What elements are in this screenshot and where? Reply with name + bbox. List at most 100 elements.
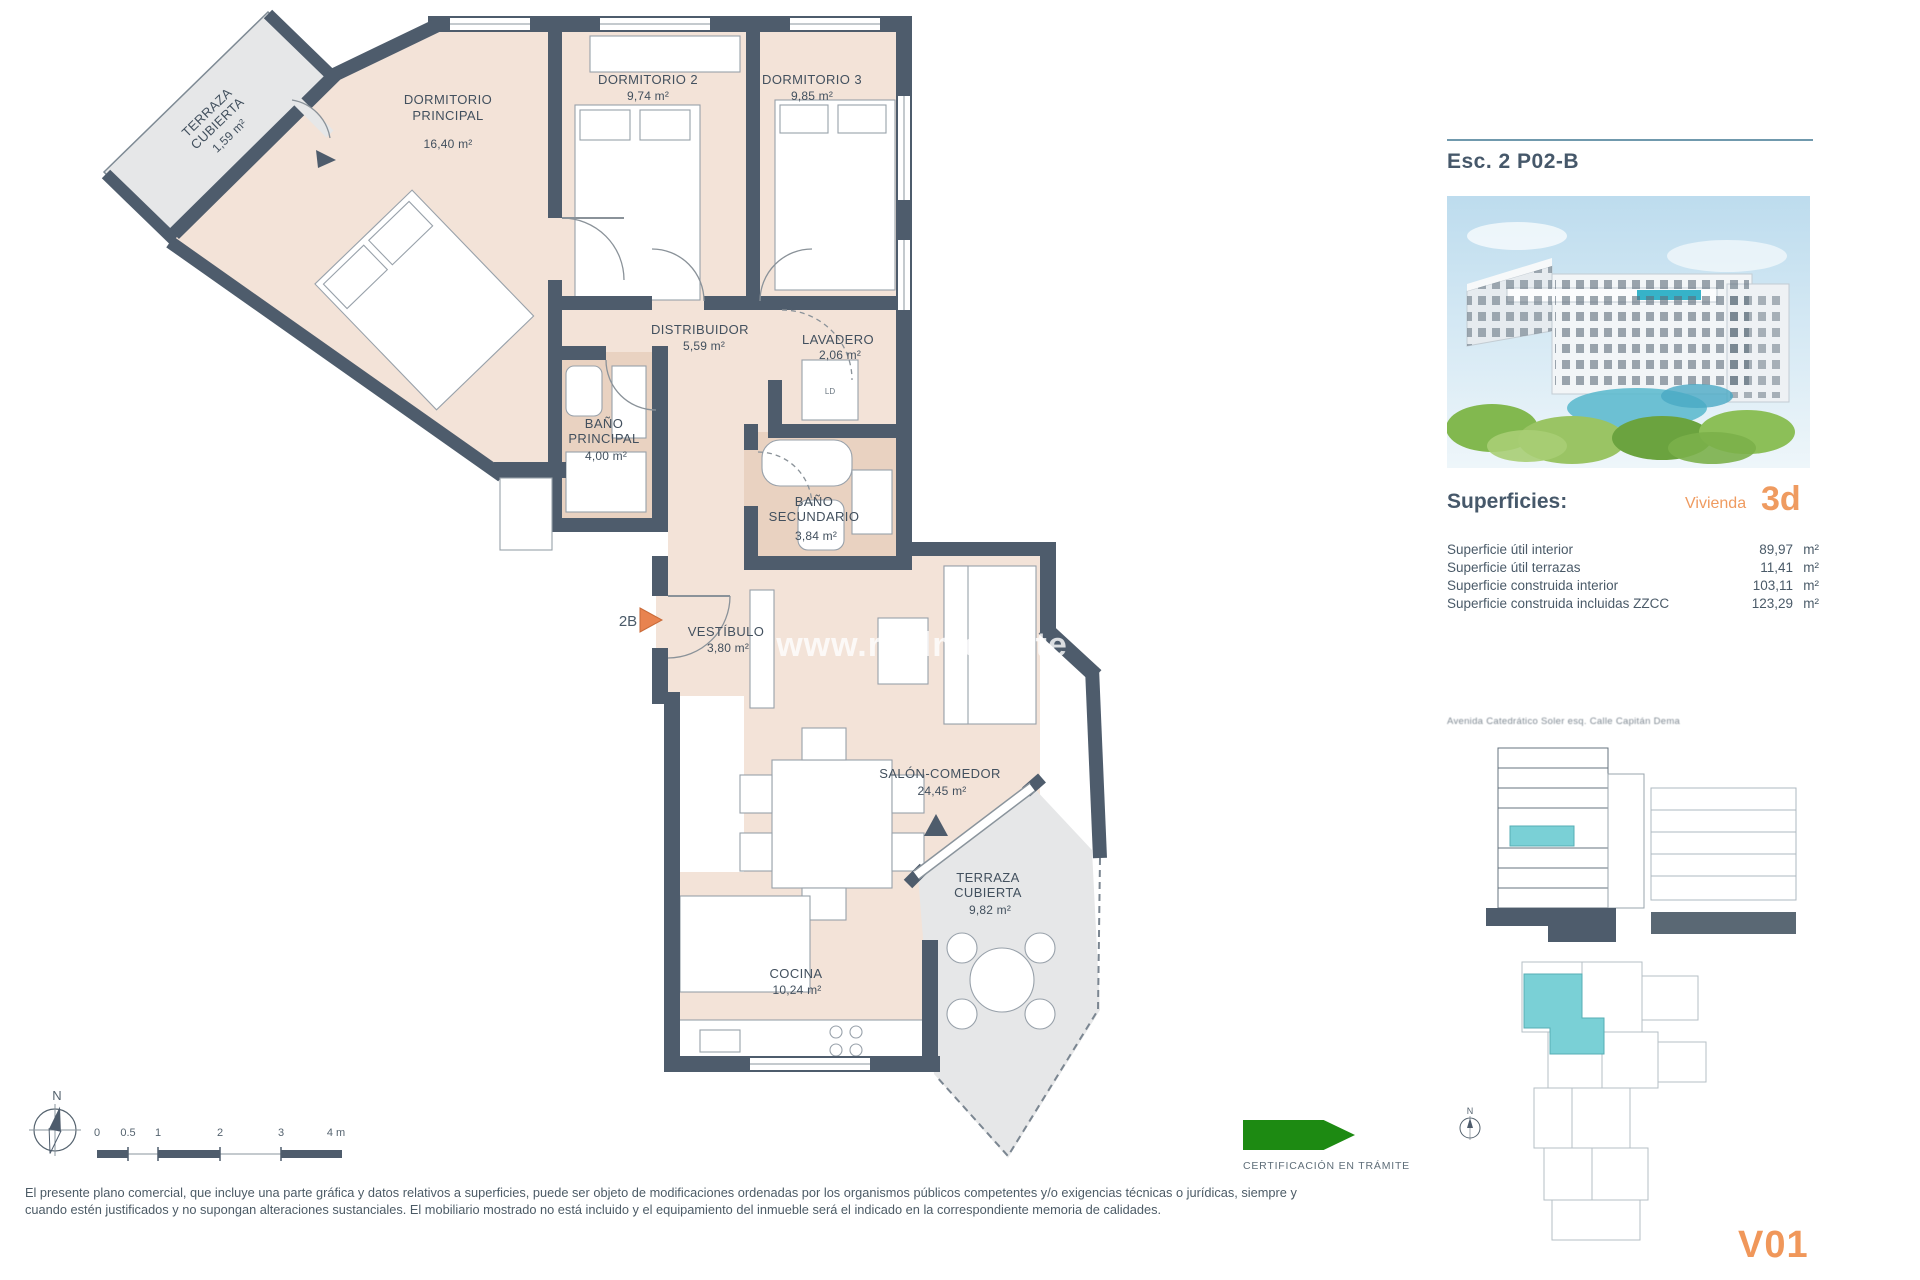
- svg-text:24,45 m²: 24,45 m²: [918, 784, 967, 798]
- area-value: 103,11: [1752, 578, 1793, 593]
- toilet-secundario: [797, 499, 845, 551]
- bathtub-secundario: [761, 439, 853, 487]
- area-unit: m²: [1803, 596, 1819, 611]
- svg-text:2: 2: [217, 1127, 223, 1139]
- area-label: Superficie construida incluidas ZZCC: [1447, 596, 1670, 611]
- svg-text:VESTÍBULO: VESTÍBULO: [688, 624, 765, 639]
- mini-north-compass-icon: N: [1459, 1106, 1481, 1140]
- svg-text:3,84 m²: 3,84 m²: [795, 529, 837, 543]
- svg-text:CUBIERTA: CUBIERTA: [954, 885, 1022, 900]
- svg-text:COCINA: COCINA: [770, 966, 823, 981]
- scale-bar: 0 0.5 1 2 3 4 m: [94, 1127, 345, 1161]
- svg-text:TERRAZA: TERRAZA: [956, 870, 1019, 885]
- room-labels: TERRAZA CUBIERTA 1,59 m² DORMITORIO PRIN…: [179, 72, 1022, 997]
- closet: [499, 477, 553, 551]
- svg-text:PRINCIPAL: PRINCIPAL: [568, 431, 639, 446]
- furniture-layer: [314, 35, 1056, 1061]
- svg-text:DORMITORIO 2: DORMITORIO 2: [598, 72, 698, 87]
- version-tag: V01: [1738, 1224, 1809, 1266]
- svg-text:16,40 m²: 16,40 m²: [424, 137, 473, 151]
- building-render: [1447, 196, 1810, 468]
- salon-direction-marker: [924, 814, 948, 836]
- superficies-label: Superficies:: [1447, 490, 1568, 513]
- area-value: 123,29: [1751, 596, 1793, 611]
- svg-text:5,59 m²: 5,59 m²: [683, 339, 725, 353]
- superficies-header: Superficies: Vivienda 3d: [1447, 480, 1813, 526]
- situation-plan: N: [1452, 956, 1802, 1246]
- shower-principal: [565, 451, 647, 513]
- certification-label: CERTIFICACIÓN EN TRÁMITE: [1243, 1160, 1410, 1172]
- svg-text:DORMITORIO 3: DORMITORIO 3: [762, 72, 862, 87]
- energy-arrow-icon: [1243, 1120, 1355, 1150]
- svg-text:BAÑO: BAÑO: [585, 416, 623, 431]
- entrance-arrow-icon: [639, 607, 664, 633]
- washer-label: LD: [825, 387, 835, 396]
- svg-text:2,06 m²: 2,06 m²: [819, 348, 861, 362]
- disclaimer-line-1: El presente plano comercial, que incluye…: [25, 1185, 1297, 1200]
- kitchen-island: [679, 895, 811, 993]
- svg-text:DISTRIBUIDOR: DISTRIBUIDOR: [651, 322, 749, 337]
- north-compass-icon: N: [29, 1088, 81, 1156]
- windows-layer: [450, 18, 1036, 1070]
- unit-type: 3d: [1761, 480, 1801, 518]
- svg-text:SALÓN-COMEDOR: SALÓN-COMEDOR: [879, 766, 1001, 781]
- svg-text:1: 1: [155, 1127, 161, 1139]
- svg-text:9,82 m²: 9,82 m²: [969, 903, 1011, 917]
- svg-text:4 m: 4 m: [327, 1127, 345, 1139]
- area-value: 89,97: [1759, 542, 1793, 557]
- dining-table: [771, 759, 893, 889]
- svg-text:PRINCIPAL: PRINCIPAL: [412, 108, 483, 123]
- unit-code: Esc. 2 P02-B: [1447, 150, 1580, 173]
- bed-principal: [314, 189, 535, 411]
- area-label: Superficie útil terrazas: [1447, 560, 1581, 575]
- terrace-direction-marker: [316, 150, 336, 168]
- floor-plan-drawing: TERRAZA CUBIERTA 1,59 m² DORMITORIO PRIN…: [29, 9, 1107, 1161]
- svg-text:10,24 m²: 10,24 m²: [773, 983, 822, 997]
- area-table: Superficie útil interior 89,97 m² Superf…: [1447, 541, 1819, 613]
- sidebar-divider: [1447, 139, 1813, 141]
- area-label: Superficie útil interior: [1447, 542, 1574, 557]
- toilet-principal: [565, 365, 603, 417]
- svg-text:BAÑO: BAÑO: [795, 494, 833, 509]
- watermark: www.realmestate: [775, 626, 1068, 664]
- sink-secundario: [851, 469, 893, 535]
- svg-text:0.5: 0.5: [120, 1127, 135, 1139]
- area-unit: m²: [1803, 560, 1819, 575]
- address-line: Avenida Catedrático Soler esq. Calle Cap…: [1447, 716, 1681, 727]
- entrance-marker: 2B: [619, 607, 664, 633]
- doors-layer: [291, 99, 853, 659]
- area-unit: m²: [1803, 578, 1819, 593]
- svg-text:3,80 m²: 3,80 m²: [707, 641, 749, 655]
- certification-block: CERTIFICACIÓN EN TRÁMITE: [1243, 1120, 1410, 1172]
- highlighted-floor: [1509, 825, 1575, 847]
- svg-text:SECUNDARIO: SECUNDARIO: [769, 509, 860, 524]
- svg-text:N: N: [1467, 1106, 1474, 1116]
- coffee-table: [877, 617, 929, 685]
- wardrobe-dorm2: [589, 35, 741, 73]
- area-row: Superficie construida interior 103,11 m²: [1447, 577, 1819, 595]
- svg-text:DORMITORIO: DORMITORIO: [404, 92, 492, 107]
- disclaimer: El presente plano comercial, que incluye…: [25, 1184, 1415, 1218]
- vivienda-label: Vivienda: [1685, 495, 1747, 512]
- disclaimer-line-2: cuando estén justificados y no supongan …: [25, 1202, 1162, 1217]
- area-row: Superficie construida incluidas ZZCC 123…: [1447, 595, 1819, 613]
- svg-text:4,00 m²: 4,00 m²: [585, 449, 627, 463]
- highlighted-unit: [1523, 973, 1605, 1055]
- terrace-table: [969, 947, 1035, 1013]
- svg-text:3: 3: [278, 1127, 284, 1139]
- svg-text:9,74 m²: 9,74 m²: [627, 89, 669, 103]
- area-value: 11,41: [1760, 560, 1793, 575]
- svg-text:0: 0: [94, 1127, 100, 1139]
- svg-text:LAVADERO: LAVADERO: [802, 332, 874, 347]
- area-row: Superficie útil terrazas 11,41 m²: [1447, 559, 1819, 577]
- tv-cabinet: [749, 589, 775, 709]
- area-label: Superficie construida interior: [1447, 578, 1619, 593]
- entrance-label: 2B: [619, 613, 637, 630]
- area-row: Superficie útil interior 89,97 m²: [1447, 541, 1819, 559]
- washer: [801, 359, 859, 421]
- section-key-drawing: [1486, 740, 1810, 952]
- svg-text:9,85 m²: 9,85 m²: [791, 89, 833, 103]
- area-unit: m²: [1803, 542, 1819, 557]
- svg-text:N: N: [52, 1088, 61, 1103]
